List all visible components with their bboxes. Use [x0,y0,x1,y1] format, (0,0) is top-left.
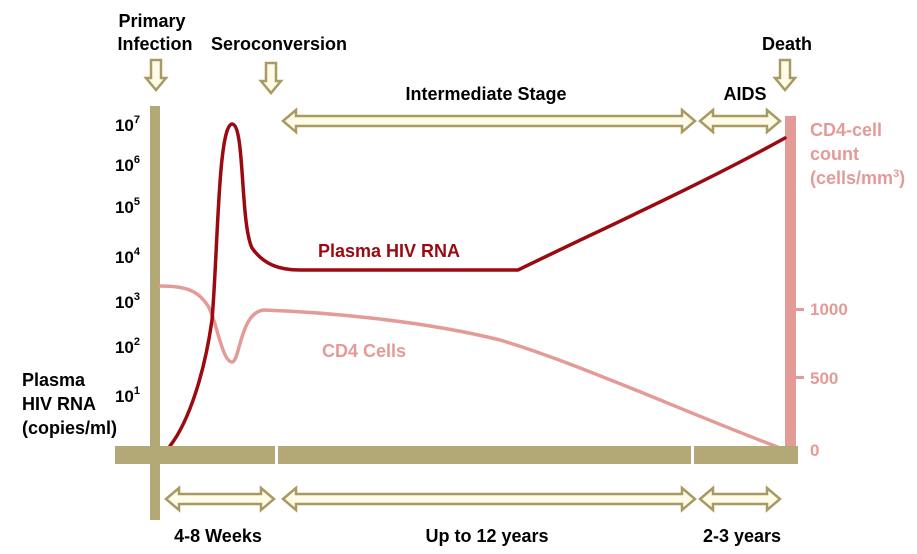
right-tick-1000: 1000 [810,300,848,319]
right-axis-title-line1: CD4-cell [810,120,882,140]
time-axis-divider-1 [275,446,278,464]
label-aids: AIDS [723,84,766,104]
left-axis-title-line1: Plasma [22,370,86,390]
tick-10-4: 104 [115,246,141,267]
tick-10-7: 107 [115,114,140,135]
double-arrow-2-3-years-icon [698,485,782,513]
double-arrow-12-years-icon [281,485,697,513]
label-4-8-weeks: 4-8 Weeks [174,526,262,546]
double-arrow-weeks-icon [164,485,276,513]
tick-10-6: 106 [115,154,140,175]
time-axis-divider-2 [691,446,694,464]
double-arrow-intermediate-icon [281,107,697,135]
right-axis-title-line3: (cells/mm3) [810,168,905,188]
label-2-3-years: 2-3 years [703,526,781,546]
label-primary-line2: Infection [118,34,193,54]
tick-10-1: 101 [115,385,140,406]
cd4-curve-label: CD4 Cells [322,341,406,361]
label-primary-line1: Primary [118,11,185,31]
left-axis-ticks: 107 106 105 104 103 102 101 [115,114,141,406]
cd4-curve [158,284,782,450]
label-seroconversion: Seroconversion [211,34,347,54]
tick-10-5: 105 [115,196,140,217]
down-arrow-primary-icon [143,58,169,92]
down-arrow-death-icon [772,58,798,92]
time-axis-bar [115,446,798,464]
label-intermediate-stage: Intermediate Stage [405,84,566,104]
right-tick-500: 500 [810,369,838,388]
right-axis-bar [785,116,796,458]
label-death: Death [762,34,812,54]
double-arrow-aids-icon [698,107,782,135]
rna-curve [168,122,787,448]
right-tick-mark-1000 [796,308,804,311]
left-axis-title-line3: (copies/ml) [22,418,117,438]
left-axis-bar [150,106,160,520]
right-tick-0: 0 [810,441,819,460]
left-axis-title-line2: HIV RNA [22,394,96,414]
tick-10-2: 102 [115,336,140,357]
label-up-to-12-years: Up to 12 years [425,526,548,546]
rna-curve-label: Plasma HIV RNA [318,241,460,261]
right-tick-mark-500 [796,376,804,379]
tick-10-3: 103 [115,291,140,312]
right-axis-title-line2: count [810,144,859,164]
down-arrow-seroconversion-icon [258,61,284,95]
